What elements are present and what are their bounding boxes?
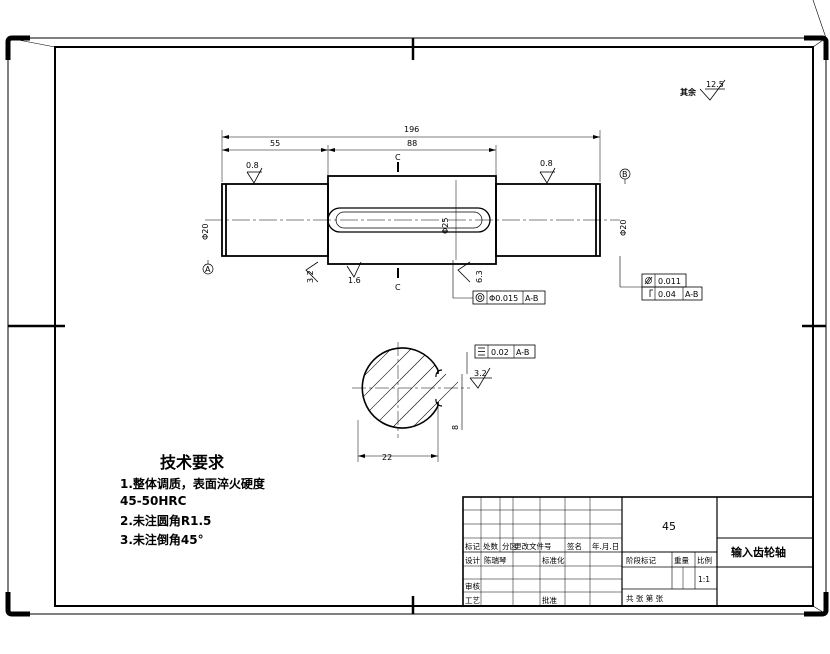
svg-text:C: C [395, 153, 401, 162]
svg-text:6.3: 6.3 [475, 270, 484, 283]
svg-text:A-B: A-B [525, 294, 538, 303]
concentricity-frame: Φ0.015 A-B [452, 260, 546, 305]
svg-text:共 张 第 张: 共 张 第 张 [626, 593, 664, 603]
svg-text:3.2: 3.2 [306, 270, 315, 283]
svg-text:A: A [205, 265, 211, 274]
roughness-right-surface: 0.8 [539, 159, 556, 184]
svg-text:0.8: 0.8 [540, 159, 553, 168]
roughness-shoulder-right: 6.3 [457, 261, 484, 283]
roughness-rest: 其余 12.5 [680, 79, 726, 101]
svg-text:A-B: A-B [516, 348, 529, 357]
svg-text:签名: 签名 [567, 541, 582, 551]
svg-text:12.5: 12.5 [706, 80, 724, 89]
orientation-line-br [812, 605, 827, 615]
svg-text:标准化: 标准化 [542, 555, 565, 565]
svg-text:Φ20: Φ20 [619, 220, 628, 236]
svg-text:0.02: 0.02 [491, 348, 509, 357]
title-block-text: 45 输入齿轮轴 标记 处数 分区 更改文件号 签名 年.月.日 设计 陈瑞琴 … [465, 520, 786, 605]
corner-mark-tr [804, 35, 829, 60]
svg-text:设计: 设计 [465, 555, 480, 565]
svg-text:其余: 其余 [680, 87, 697, 97]
technical-requirements: 技术要求 1.整体调质，表面淬火硬度 45-50HRC 2.未注圆角R1.5 3… [120, 453, 266, 547]
shaft-front-view: 196 55 88 Φ20 Φ25 Φ20 C C [201, 125, 703, 305]
orientation-line-tr [812, 37, 827, 48]
runout-frames: 0.011 0.04 A-B [619, 256, 703, 301]
datum-a-marker: A [202, 260, 214, 275]
svg-text:工艺: 工艺 [465, 596, 480, 605]
svg-text:处数: 处数 [483, 541, 498, 551]
svg-text:3.未注倒角45°: 3.未注倒角45° [120, 532, 204, 547]
svg-text:B: B [622, 170, 628, 179]
svg-text:0.04: 0.04 [658, 290, 676, 299]
svg-text:22: 22 [382, 453, 392, 462]
svg-text:0.011: 0.011 [658, 277, 681, 286]
svg-text:2.未注圆角R1.5: 2.未注圆角R1.5 [120, 513, 211, 528]
svg-text:技术要求: 技术要求 [160, 453, 225, 472]
svg-text:88: 88 [407, 139, 417, 148]
svg-text:3.2: 3.2 [474, 369, 487, 378]
section-view: 22 8 0.02 A-B 3.2 [352, 342, 536, 462]
orientation-line-tl [7, 37, 56, 48]
corner-mark-bl [5, 592, 30, 617]
svg-text:1.6: 1.6 [348, 276, 361, 285]
orientation-line-tr2 [812, 0, 827, 39]
svg-text:陈瑞琴: 陈瑞琴 [484, 555, 507, 565]
roughness-section-key: 3.2 [469, 367, 492, 389]
svg-text:C: C [395, 283, 401, 292]
svg-text:45: 45 [662, 520, 676, 533]
svg-text:审核: 审核 [465, 581, 480, 591]
svg-text:Φ20: Φ20 [201, 224, 210, 240]
svg-text:1:1: 1:1 [698, 575, 710, 584]
svg-text:批准: 批准 [542, 595, 557, 605]
roughness-shoulder-left: 3.2 [305, 261, 319, 283]
datum-b-marker: B [619, 168, 631, 184]
svg-text:8: 8 [451, 425, 460, 430]
roughness-key-bottom: 1.6 [346, 261, 362, 285]
svg-text:Φ0.015: Φ0.015 [489, 294, 518, 303]
corner-mark-tl [5, 35, 30, 60]
roughness-left-surface: 0.8 [246, 161, 263, 184]
svg-text:更改文件号: 更改文件号 [514, 541, 552, 551]
svg-text:0.8: 0.8 [246, 161, 259, 170]
svg-text:分区: 分区 [502, 542, 517, 551]
corner-mark-br [804, 592, 829, 617]
svg-text:重量: 重量 [674, 556, 689, 565]
svg-text:55: 55 [270, 139, 280, 148]
symmetry-frame: 0.02 A-B [466, 344, 536, 374]
svg-text:45-50HRC: 45-50HRC [120, 494, 187, 508]
svg-text:输入齿轮轴: 输入齿轮轴 [731, 545, 786, 559]
svg-text:A-B: A-B [685, 290, 698, 299]
svg-text:年.月.日: 年.月.日 [592, 541, 619, 551]
svg-text:1.整体调质，表面淬火硬度: 1.整体调质，表面淬火硬度 [120, 476, 266, 491]
svg-text:阶段标记: 阶段标记 [626, 555, 656, 565]
svg-text:标记: 标记 [465, 541, 480, 551]
title-block [462, 496, 814, 607]
svg-text:比例: 比例 [697, 555, 712, 565]
svg-text:Φ25: Φ25 [441, 218, 450, 234]
svg-text:196: 196 [404, 125, 419, 134]
